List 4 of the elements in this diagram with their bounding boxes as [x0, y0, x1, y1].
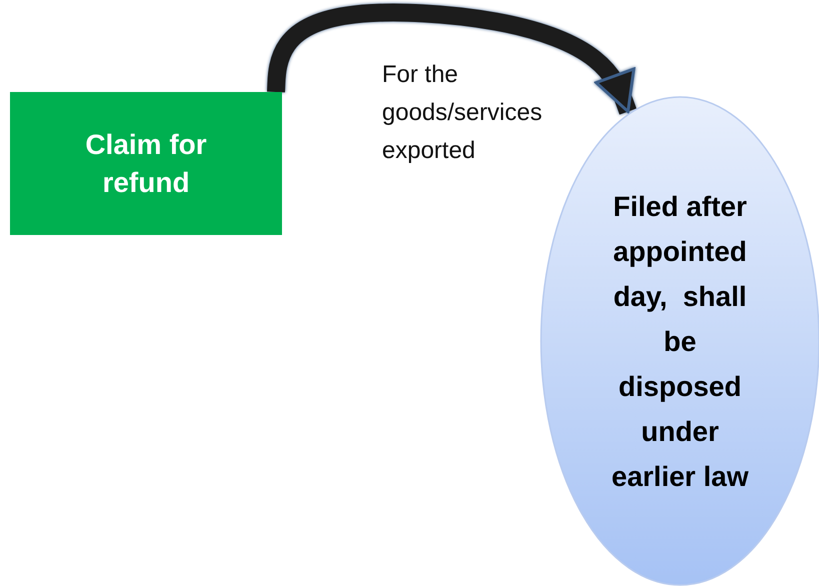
process-box	[10, 92, 282, 235]
node-text: Claim for refund	[84, 128, 208, 200]
node-text: Filed after appointed day, shall be disposed under earlier law	[610, 190, 750, 494]
edge-label: For the goods/services exported	[382, 60, 544, 166]
